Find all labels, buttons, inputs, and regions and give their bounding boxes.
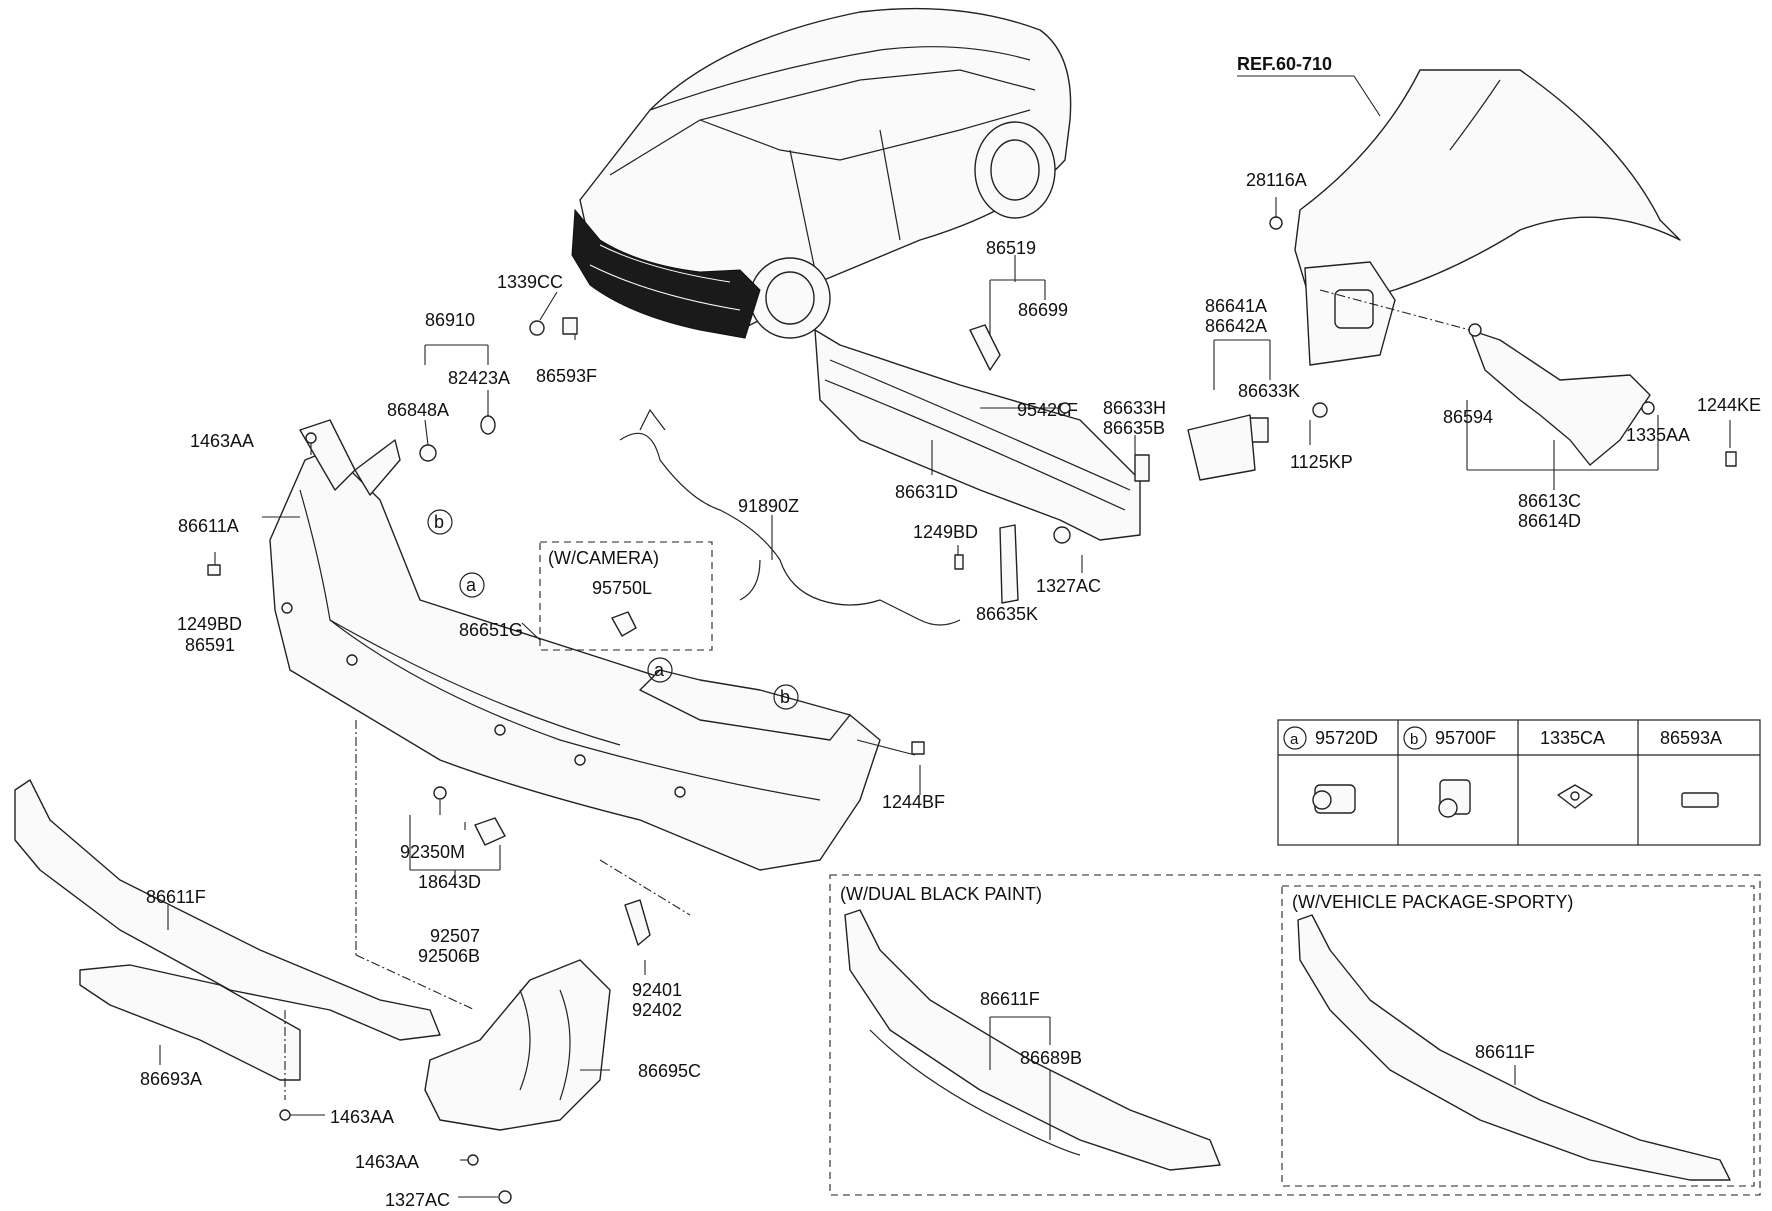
table-marker-b: b — [1410, 731, 1418, 748]
label-86635K: 86635K — [976, 604, 1038, 624]
reference-label: REF.60-710 — [1237, 54, 1332, 74]
table-header-95720D: 95720D — [1315, 728, 1378, 748]
circle-markers: b a a b — [427, 509, 799, 710]
label-92350M: 92350M — [400, 842, 465, 862]
sporty-package-box: (W/VEHICLE PACKAGE-SPORTY) — [1281, 885, 1755, 1187]
label-1339CC: 1339CC — [497, 272, 563, 292]
label-1249BD-mid: 1249BD — [913, 522, 978, 542]
label-92506B: 92506B — [418, 946, 480, 966]
label-86910: 86910 — [425, 310, 475, 330]
label-86611F-main: 86611F — [146, 887, 206, 907]
undercover-86695C — [424, 959, 611, 1131]
label-1244KE: 1244KE — [1697, 395, 1761, 415]
label-28116A: 28116A — [1246, 170, 1307, 190]
label-86848A: 86848A — [387, 400, 449, 420]
label-86611F-sporty: 86611F — [1475, 1042, 1535, 1062]
fasteners — [207, 317, 1737, 1204]
camera-box: (W/CAMERA) 95750L — [539, 541, 713, 651]
reflector-92401 — [624, 899, 651, 946]
marker-b-2: b — [780, 687, 790, 707]
label-86641A: 86641A — [1205, 296, 1267, 316]
label-18643D: 18643D — [418, 872, 481, 892]
table-header-86593A: 86593A — [1660, 728, 1722, 748]
sporty-package-label: (W/VEHICLE PACKAGE-SPORTY) — [1292, 892, 1573, 912]
wiring-harness — [619, 408, 961, 626]
label-91890Z: 91890Z — [738, 496, 799, 516]
label-86631D: 86631D — [895, 482, 958, 502]
dual-black-paint-box: (W/DUAL BLACK PAINT) — [829, 874, 1761, 1196]
label-86651G: 86651G — [459, 620, 523, 640]
marker-a-1: a — [466, 575, 477, 595]
label-86693A: 86693A — [140, 1069, 202, 1089]
label-86611F-dual: 86611F — [980, 989, 1040, 1009]
label-86593F: 86593F — [536, 366, 597, 386]
label-82423A: 82423A — [448, 368, 510, 388]
clip-nut-icon — [1557, 784, 1593, 809]
label-1463AA-top: 1463AA — [190, 431, 254, 451]
label-86635B: 86635B — [1103, 418, 1165, 438]
label-86642A: 86642A — [1205, 316, 1267, 336]
label-86614D: 86614D — [1518, 511, 1581, 531]
parking-sensor-icon — [1312, 784, 1356, 814]
label-86594: 86594 — [1443, 407, 1493, 427]
bumper-beam — [814, 329, 1141, 541]
dual-black-paint-label: (W/DUAL BLACK PAINT) — [840, 884, 1042, 904]
parts-table: a 95720D b 95700F 1335CA 86593A — [1277, 719, 1761, 846]
label-86613C: 86613C — [1518, 491, 1581, 511]
label-92401: 92401 — [632, 980, 682, 1000]
label-86611A: 86611A — [178, 516, 239, 536]
label-86633H: 86633H — [1103, 398, 1166, 418]
parking-sensor-bracket-icon — [1438, 779, 1471, 818]
label-92402: 92402 — [632, 1000, 682, 1020]
label-1335AA: 1335AA — [1626, 425, 1690, 445]
marker-b-1: b — [434, 512, 444, 532]
label-1249BD-left: 1249BD — [177, 614, 242, 634]
label-1125KP: 1125KP — [1290, 452, 1353, 472]
label-1244BF: 1244BF — [882, 792, 945, 812]
label-86519: 86519 — [986, 238, 1036, 258]
label-1463AA-bot1: 1463AA — [330, 1107, 394, 1127]
label-1327AC-mid: 1327AC — [1036, 576, 1101, 596]
table-header-1335CA: 1335CA — [1540, 728, 1605, 748]
part-95750L: 95750L — [592, 578, 652, 598]
label-86633K: 86633K — [1238, 381, 1300, 401]
license-lamp — [433, 786, 506, 846]
camera-box-label: (W/CAMERA) — [548, 548, 659, 568]
emblem-plate-icon — [1681, 792, 1719, 808]
callout-labels: 28116A 1339CC 86593F 86910 82423A 86848A… — [140, 170, 1761, 1210]
label-1463AA-bot2: 1463AA — [355, 1152, 419, 1172]
label-86699: 86699 — [1018, 300, 1068, 320]
side-bracket — [1468, 323, 1655, 466]
table-marker-a: a — [1290, 731, 1299, 748]
reference-group: REF.60-710 — [1237, 54, 1681, 366]
label-86695C: 86695C — [638, 1061, 701, 1081]
undercover-86693A — [79, 964, 301, 1081]
car-illustration — [571, 7, 1072, 339]
label-86689B: 86689B — [1020, 1048, 1082, 1068]
label-86591: 86591 — [185, 635, 235, 655]
table-header-95700F: 95700F — [1435, 728, 1496, 748]
marker-a-2: a — [654, 660, 665, 680]
lower-skirt-main — [14, 779, 441, 1041]
label-92507: 92507 — [430, 926, 480, 946]
bumper-cover — [269, 419, 881, 871]
label-1327AC-bot: 1327AC — [385, 1190, 450, 1210]
